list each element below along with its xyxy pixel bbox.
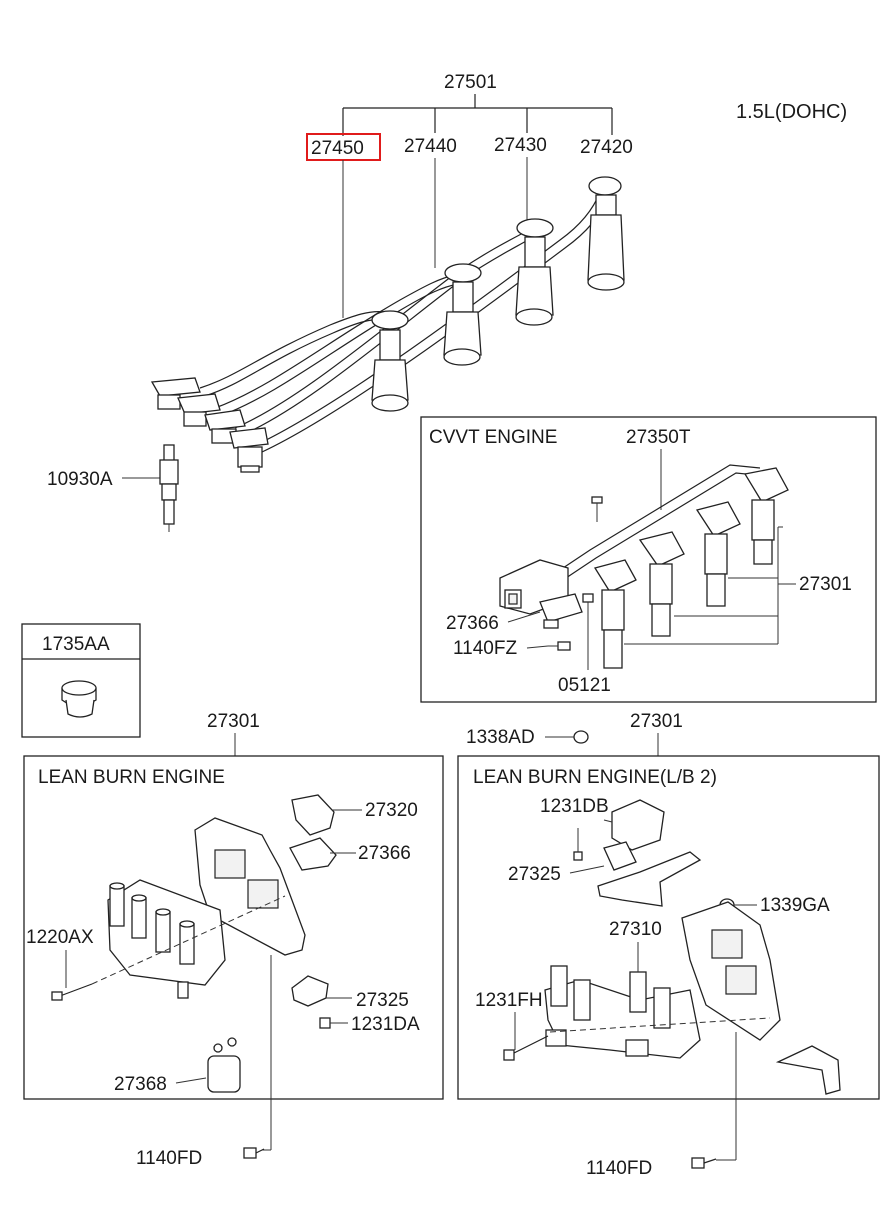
- lean-burn-panel: [23, 755, 444, 1100]
- lean-burn-coil: [51, 794, 337, 1093]
- plug-inset: [21, 623, 141, 738]
- lean-burn-lb2-coil: [503, 799, 841, 1095]
- label-cvvt-sensor[interactable]: 27366: [446, 613, 499, 634]
- label-cvvt-coil[interactable]: 27301: [799, 574, 852, 595]
- spark-plug-wire-set: [150, 176, 625, 473]
- label-lb2-header[interactable]: 27301: [630, 711, 683, 732]
- label-wire-assembly[interactable]: 27501: [444, 72, 497, 93]
- label-lean-bolt[interactable]: 1220AX: [26, 927, 94, 948]
- label-plug-inset[interactable]: 1735AA: [42, 634, 110, 655]
- label-lean-connector[interactable]: 27320: [365, 800, 418, 821]
- label-cable-27440[interactable]: 27440: [404, 136, 457, 157]
- label-lean-bolt-below[interactable]: 1140FD: [136, 1148, 202, 1169]
- label-lb2-nut[interactable]: 1339GA: [760, 895, 830, 916]
- lb2-nut-above: [573, 730, 589, 744]
- label-lean-clip[interactable]: 27325: [356, 990, 409, 1011]
- label-lean-cap[interactable]: 27368: [114, 1074, 167, 1095]
- label-cvvt-screw[interactable]: 05121: [558, 675, 611, 696]
- lean-bolt-below: [243, 1147, 265, 1159]
- cvvt-coil-assembly: [499, 464, 789, 669]
- label-lb2-bolt-below[interactable]: 1140FD: [586, 1158, 652, 1179]
- label-spark-plug[interactable]: 10930A: [47, 469, 113, 490]
- cvvt-coil-bracket: [624, 526, 796, 645]
- label-cable-27450[interactable]: 27450: [311, 138, 364, 159]
- lean-burn-title: LEAN BURN ENGINE: [38, 767, 225, 788]
- cvvt-title: CVVT ENGINE: [429, 427, 557, 448]
- label-lean-burn-header[interactable]: 27301: [207, 711, 260, 732]
- label-lean-sensor[interactable]: 27366: [358, 843, 411, 864]
- lean-burn-lb2-panel: [457, 755, 880, 1100]
- label-coil-assembly[interactable]: 27350T: [626, 427, 691, 448]
- lb2-bolt-below: [691, 1157, 717, 1169]
- label-cable-27420[interactable]: 27420: [580, 137, 633, 158]
- label-lb2-clip[interactable]: 27325: [508, 864, 561, 885]
- label-lb2-screw-left[interactable]: 1231FH: [475, 990, 543, 1011]
- spark-plug: [159, 444, 179, 532]
- label-lb2-nut-above[interactable]: 1338AD: [466, 727, 535, 748]
- cable-leaders: [342, 157, 528, 318]
- assembly-bracket: [342, 94, 613, 136]
- label-cvvt-bolt[interactable]: 1140FZ: [453, 638, 517, 659]
- lean-burn-lb2-title: LEAN BURN ENGINE(L/B 2): [473, 767, 717, 788]
- engine-label: 1.5L(DOHC): [736, 101, 847, 123]
- cvvt-panel: [420, 416, 877, 703]
- label-lb2-coil[interactable]: 27310: [609, 919, 662, 940]
- label-cable-27430[interactable]: 27430: [494, 135, 547, 156]
- label-lb2-screw-top[interactable]: 1231DB: [540, 796, 609, 817]
- label-lean-screw[interactable]: 1231DA: [351, 1014, 420, 1035]
